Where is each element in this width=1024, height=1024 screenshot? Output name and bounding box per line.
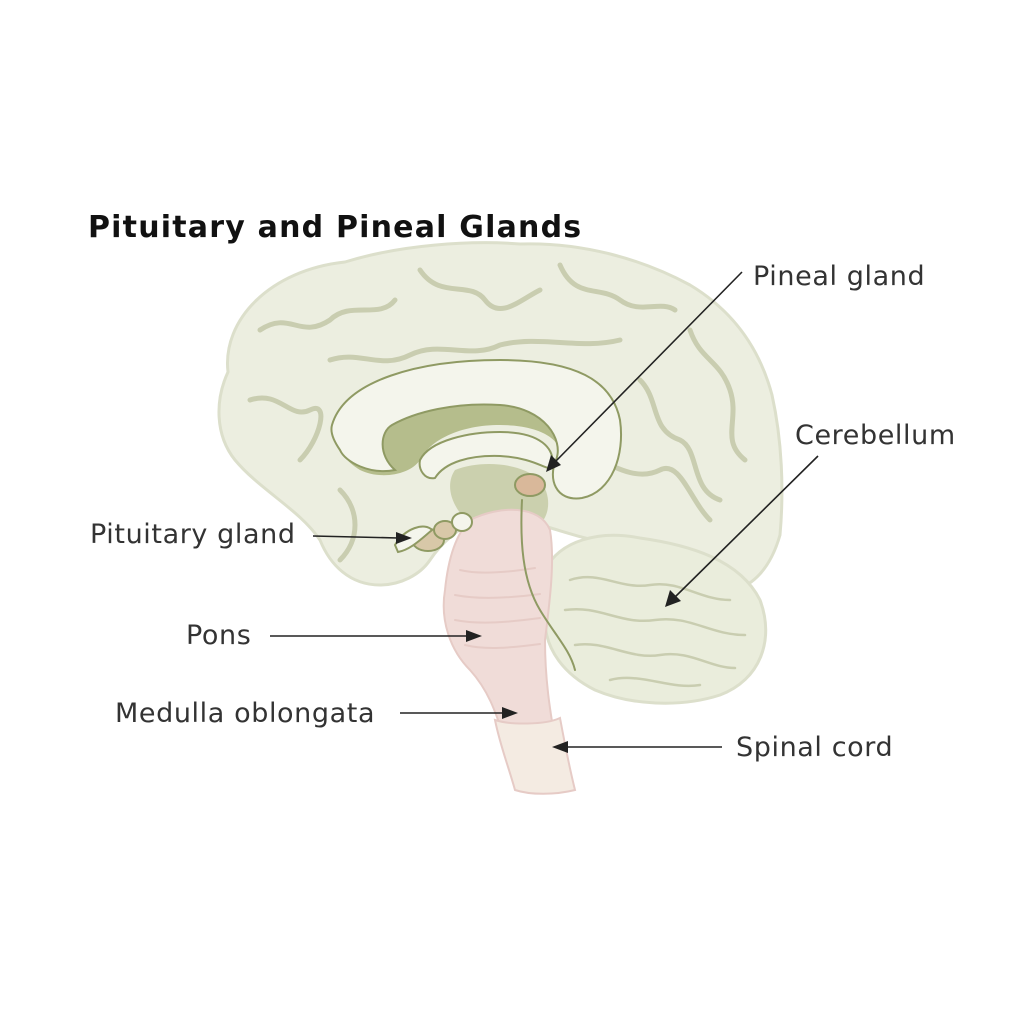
pons-stripe xyxy=(464,643,541,649)
pons-stripe xyxy=(454,617,541,624)
gyrus-line xyxy=(597,457,713,523)
folia-line xyxy=(573,642,737,670)
leader-pituitary-gland xyxy=(312,535,399,539)
gyrus-line xyxy=(557,262,678,313)
callout-pineal-gland: Pineal gland xyxy=(546,261,925,472)
callout-pons: Pons xyxy=(186,620,482,651)
pons-stripe xyxy=(459,567,536,574)
gyrus-line xyxy=(327,337,623,364)
label-cerebellum: Cerebellum xyxy=(795,420,956,451)
pineal-gland xyxy=(514,473,546,497)
spinal-cord xyxy=(493,716,577,795)
gyrus-line xyxy=(257,297,398,333)
gyrus-line xyxy=(247,395,324,463)
arrowhead-pituitary-gland xyxy=(396,532,412,544)
gyrus-line xyxy=(637,377,723,503)
optic-chiasm xyxy=(393,525,434,554)
label-medulla-oblongata: Medulla oblongata xyxy=(115,698,375,729)
folia-line xyxy=(568,575,732,602)
arrowhead-spinal-cord xyxy=(552,741,568,753)
label-spinal-cord: Spinal cord xyxy=(736,732,893,763)
page-title: Pituitary and Pineal Glands xyxy=(88,210,582,245)
folia-line xyxy=(563,607,747,637)
cerebrum-gyri xyxy=(247,262,748,563)
arrowhead-cerebellum xyxy=(665,590,681,607)
gyrus-line xyxy=(687,327,748,463)
arrowhead-pons xyxy=(466,630,482,642)
mammillary-body xyxy=(451,512,473,532)
leader-cerebellum xyxy=(673,455,819,599)
fornix xyxy=(418,430,554,480)
callout-medulla-oblongata: Medulla oblongata xyxy=(115,698,518,729)
callout-spinal-cord: Spinal cord xyxy=(552,732,893,763)
label-pons: Pons xyxy=(186,620,251,651)
cerebellum-folia xyxy=(563,575,747,688)
pons-stripe xyxy=(454,593,541,599)
callout-cerebellum: Cerebellum xyxy=(665,420,956,607)
pons-striations xyxy=(454,567,541,649)
pituitary-gland xyxy=(393,512,473,554)
gyrus-line xyxy=(417,267,543,312)
label-pituitary-gland: Pituitary gland xyxy=(90,519,296,550)
gyrus-line xyxy=(337,487,358,563)
arrowhead-medulla-oblongata xyxy=(502,707,518,719)
label-pineal-gland: Pineal gland xyxy=(753,261,925,292)
brainstem xyxy=(442,508,557,745)
brain-illustration xyxy=(217,241,784,795)
leader-pineal-gland xyxy=(554,271,743,463)
folia-line xyxy=(608,676,702,688)
arrowhead-pineal-gland xyxy=(546,455,561,472)
callout-pituitary-gland: Pituitary gland xyxy=(90,519,412,550)
cerebral-aqueduct xyxy=(520,499,576,671)
